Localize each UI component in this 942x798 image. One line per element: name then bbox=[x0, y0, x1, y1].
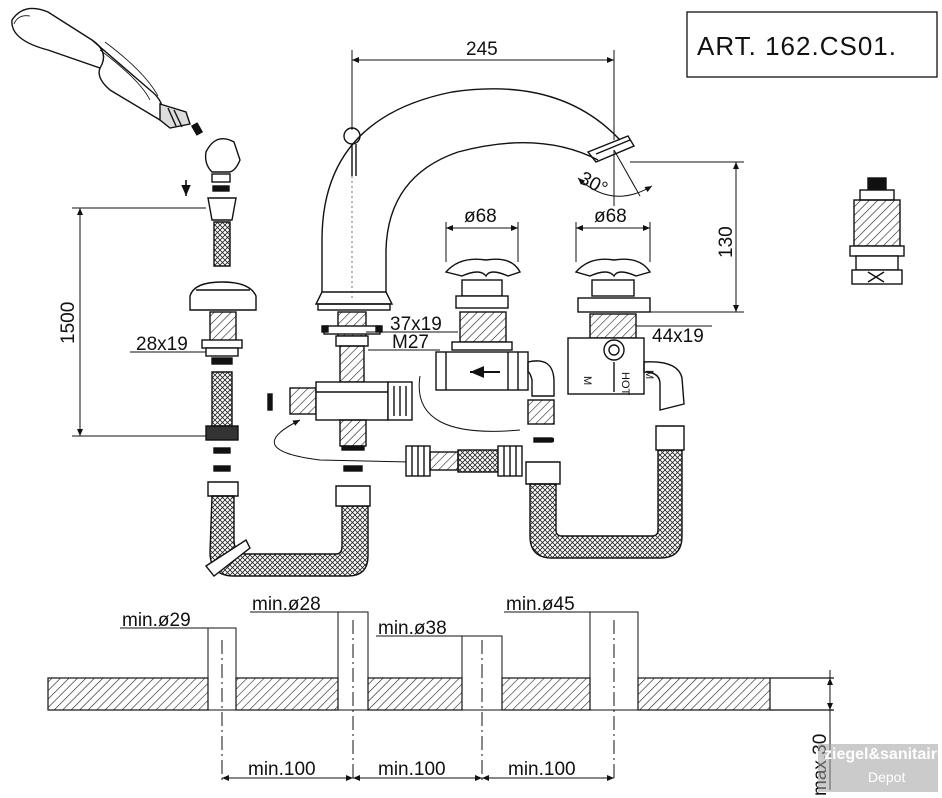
height-dimension bbox=[630, 161, 744, 313]
shower-hose bbox=[205, 371, 239, 472]
gap1-label: min.100 bbox=[248, 759, 316, 780]
left-valve-dia-dimension bbox=[445, 222, 519, 262]
diverter-tee bbox=[267, 381, 413, 472]
right-valve-dia-label: ø68 bbox=[594, 206, 627, 227]
left-valve-dia-label: ø68 bbox=[464, 206, 497, 227]
article-box bbox=[686, 11, 938, 78]
watermark-line1: ziegel&sanitair bbox=[824, 746, 937, 763]
height-label: 130 bbox=[716, 226, 737, 258]
hose-elbow bbox=[190, 122, 241, 192]
right-valve-dia-dimension bbox=[575, 222, 651, 262]
hole4-label: min.ø45 bbox=[506, 594, 575, 615]
spout-thread-label: 37x19 bbox=[390, 314, 442, 335]
valve-hot-mark: HOT bbox=[619, 372, 631, 396]
hose-length-label: 1500 bbox=[58, 302, 79, 344]
hole2-label: min.ø28 bbox=[252, 594, 321, 615]
connection-pieces bbox=[405, 445, 523, 477]
spout bbox=[314, 88, 636, 311]
valve-thread-label: 44x19 bbox=[652, 326, 704, 347]
flex-hose-right bbox=[525, 425, 685, 559]
hand-shower bbox=[11, 7, 191, 129]
valve-cartridge bbox=[849, 177, 905, 285]
valve-right bbox=[567, 258, 685, 411]
gap3-label: min.100 bbox=[508, 759, 576, 780]
hole3-label: min.ø38 bbox=[378, 618, 447, 639]
hose-length-dimension bbox=[72, 207, 206, 437]
hose-thread-label: 28x19 bbox=[136, 334, 188, 355]
spout-nut-label: M27 bbox=[392, 332, 429, 353]
flow-arrow-icon bbox=[273, 375, 521, 463]
watermark-line2: Depot bbox=[868, 769, 906, 785]
hole-leaders bbox=[120, 611, 638, 637]
flex-hose-left bbox=[204, 481, 371, 577]
hose-holder bbox=[189, 281, 257, 365]
angle-dimension bbox=[577, 149, 653, 206]
reach-label: 245 bbox=[466, 39, 498, 60]
spout-thread-leaders bbox=[366, 331, 458, 351]
valve-left bbox=[435, 258, 555, 443]
article-label: ART. 162.CS01. bbox=[697, 31, 897, 61]
deck-section bbox=[47, 677, 834, 711]
hose-connector bbox=[207, 197, 237, 267]
hole1-label: min.ø29 bbox=[122, 610, 191, 631]
watermark-logo: ziegel&sanitair Depot bbox=[818, 744, 938, 792]
angle-label: 30° bbox=[576, 168, 611, 200]
reach-dimension bbox=[351, 50, 615, 140]
gap2-label: min.100 bbox=[378, 759, 446, 780]
spout-shank bbox=[321, 311, 383, 383]
valve-left-mark: M bbox=[581, 376, 593, 385]
valve-right-mark: M bbox=[643, 370, 655, 379]
